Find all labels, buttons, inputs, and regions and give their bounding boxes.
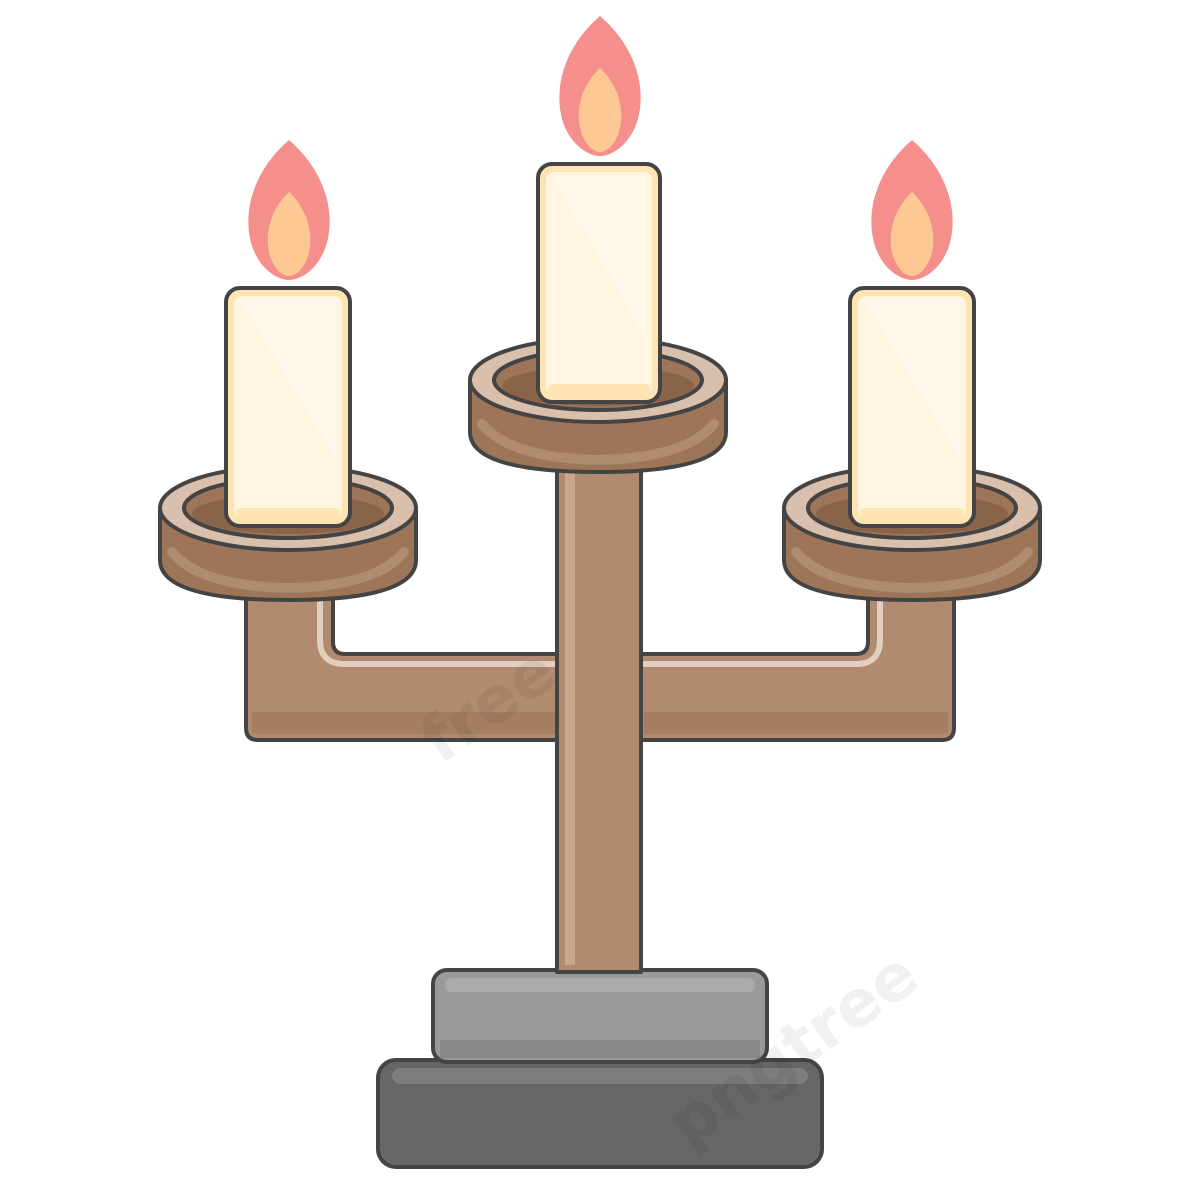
candelabra-arms bbox=[244, 590, 956, 742]
right-flame-icon bbox=[871, 140, 953, 280]
center-candle bbox=[536, 162, 662, 404]
right-candle bbox=[848, 286, 976, 528]
center-flame-icon bbox=[559, 16, 641, 156]
base-bottom-tier bbox=[376, 1058, 824, 1169]
candelabra-stem bbox=[555, 460, 643, 974]
left-candle bbox=[224, 286, 352, 528]
right-arm-highlight bbox=[641, 597, 883, 667]
base-top-tier bbox=[431, 968, 769, 1064]
candelabra-base bbox=[376, 968, 824, 1169]
left-flame-icon bbox=[248, 140, 330, 280]
left-arm-highlight bbox=[317, 597, 558, 667]
